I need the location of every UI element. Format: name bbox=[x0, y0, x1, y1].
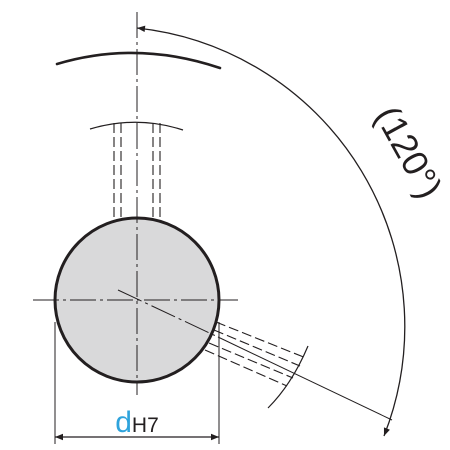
diameter-symbol: d bbox=[115, 406, 132, 439]
angle-dimension-label: (120°) bbox=[367, 99, 450, 205]
oblique-bore-hidden-lines bbox=[204, 321, 307, 387]
outer-reference-arc bbox=[55, 51, 222, 70]
tolerance-label: H7 bbox=[132, 414, 159, 437]
angle-dimension-arc bbox=[136, 25, 406, 437]
oblique-axis-line bbox=[217, 336, 393, 421]
diameter-label: dH7 bbox=[115, 406, 159, 439]
